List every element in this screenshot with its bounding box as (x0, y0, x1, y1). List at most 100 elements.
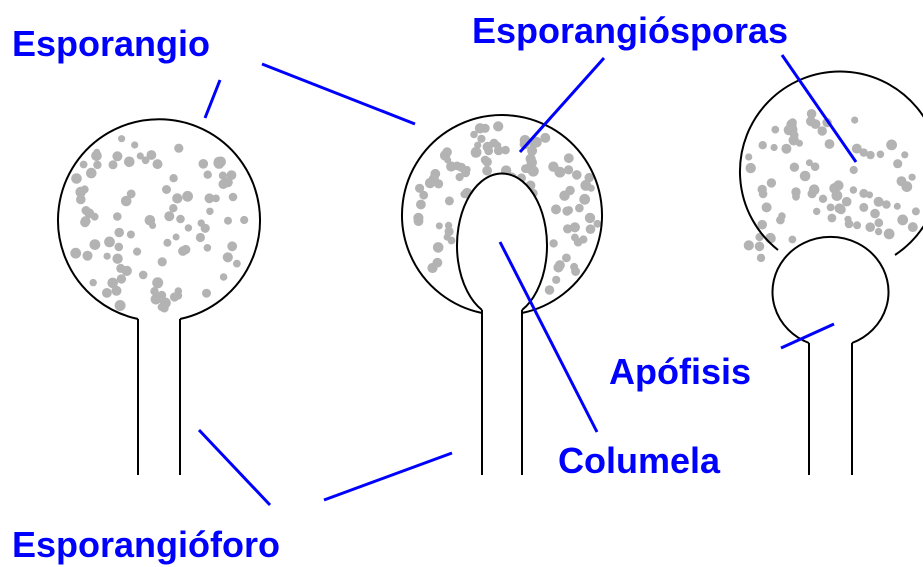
spore (163, 239, 171, 247)
spore (112, 151, 122, 161)
spore (196, 233, 205, 242)
spore (482, 166, 492, 176)
spore (494, 146, 503, 155)
spore (114, 228, 124, 238)
spore (202, 289, 211, 298)
spore (757, 220, 767, 230)
spore (555, 260, 565, 270)
spore (909, 174, 916, 181)
spore (169, 174, 177, 182)
spore (481, 156, 490, 165)
spore (115, 243, 124, 252)
spore (229, 193, 238, 202)
spore (162, 185, 171, 194)
spore (445, 196, 454, 205)
spore (771, 126, 779, 134)
spore (825, 139, 835, 149)
spore (809, 184, 820, 195)
spore (746, 163, 756, 173)
spore (414, 216, 424, 226)
spore (866, 191, 873, 198)
spore (201, 224, 210, 233)
spore (874, 197, 884, 207)
spore (425, 178, 435, 188)
spore (124, 157, 135, 168)
spore (912, 207, 920, 215)
spore (81, 185, 89, 193)
spore (572, 170, 582, 180)
spore (908, 222, 918, 232)
spore (811, 119, 821, 129)
spore (176, 215, 185, 224)
spore (164, 211, 174, 221)
spore (852, 144, 862, 154)
spore (82, 206, 91, 215)
spore (552, 276, 560, 284)
spore (884, 229, 895, 240)
leader-esporangioforo-middle (324, 453, 452, 500)
spore (845, 220, 854, 229)
spore (214, 158, 225, 169)
spore (755, 242, 765, 252)
spore (107, 278, 118, 289)
spore (850, 166, 858, 174)
spore (545, 285, 555, 295)
spore (444, 157, 451, 164)
leader-columela (500, 242, 597, 432)
spore (765, 233, 776, 244)
spore (771, 144, 778, 151)
spore (104, 237, 115, 248)
spore (80, 161, 88, 169)
spore (83, 251, 93, 261)
spore (767, 178, 776, 187)
spore (832, 190, 843, 201)
leader-esporangio-left (205, 80, 220, 118)
spore (490, 139, 499, 148)
spore (90, 239, 101, 250)
spore (436, 222, 443, 229)
spore (886, 140, 897, 151)
spore (90, 279, 97, 286)
spore (223, 177, 233, 187)
spore (901, 151, 908, 158)
leader-esporangio-middle (262, 64, 415, 124)
spore (790, 131, 799, 140)
spore (456, 173, 464, 181)
spore (118, 135, 125, 142)
spore (419, 191, 428, 200)
spore (477, 135, 485, 143)
spore (562, 207, 571, 216)
spore (859, 203, 868, 212)
spore (493, 121, 503, 131)
spore (559, 191, 569, 201)
spore (442, 147, 452, 157)
spore (551, 204, 561, 214)
spore (870, 209, 880, 219)
spore (149, 222, 156, 229)
spore (227, 241, 237, 251)
spore (471, 150, 479, 158)
spore (445, 222, 452, 229)
spore (475, 123, 485, 133)
spore (70, 248, 81, 259)
spore (882, 200, 891, 209)
spore (93, 161, 101, 169)
spore (160, 298, 171, 309)
spore (836, 205, 845, 214)
spore (416, 200, 426, 210)
spore (172, 193, 182, 203)
spore (851, 117, 858, 124)
spore (142, 156, 150, 164)
spore (204, 244, 212, 252)
spore (575, 204, 584, 213)
spore (173, 234, 180, 241)
spore (152, 277, 163, 288)
spore (115, 300, 126, 311)
spore (842, 197, 852, 207)
label-esporangiosporas: Esporangiósporas (472, 10, 788, 51)
spore (181, 245, 190, 254)
spore (758, 185, 767, 194)
spore (877, 151, 885, 159)
spore (555, 167, 566, 178)
spore (461, 167, 469, 175)
